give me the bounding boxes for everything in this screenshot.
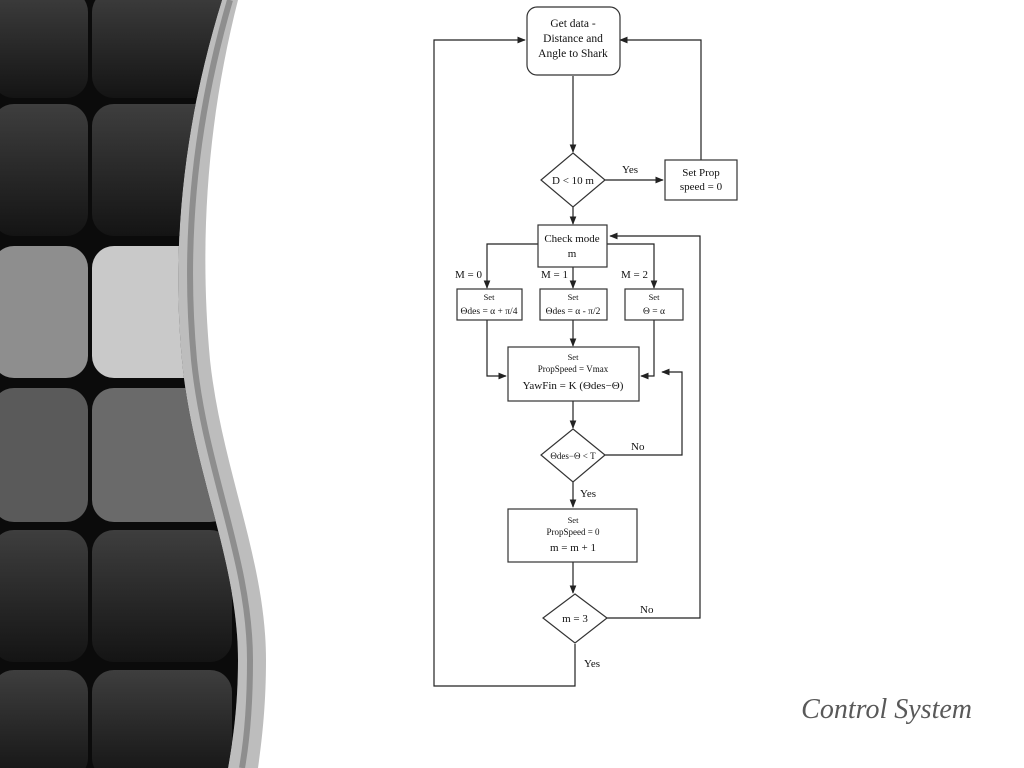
set-prop-line-2: speed = 0: [680, 181, 723, 193]
get-data-line-1: Get data -: [550, 18, 596, 30]
set-stop-speed: PropSpeed = 0: [546, 527, 600, 537]
node-mode-0: Set Θdes = α + π/4: [456, 288, 523, 321]
mode-1-set: Set: [568, 292, 580, 302]
mode-1-expr: Θdes = α - π/2: [546, 307, 601, 317]
get-data-line-2: Distance and: [543, 33, 603, 45]
set-stop-incr: m = m + 1: [550, 542, 596, 554]
get-data-line-3: Angle to Shark: [538, 48, 608, 60]
decorative-side-panel: [0, 0, 266, 768]
edge-labels: Yes M = 0 M = 1 M = 2 No Yes No Yes: [455, 164, 654, 670]
node-set-stop: Set PropSpeed = 0 m = m + 1: [507, 508, 638, 563]
mode-0-expr: Θdes = α + π/4: [461, 307, 518, 317]
edge-label-yes-error: Yes: [580, 488, 596, 500]
arrow-mode-m0: [483, 243, 538, 289]
decision-mode-count-label: m = 3: [562, 613, 588, 625]
arrow-m2-to-speed: [640, 320, 655, 380]
decision-error: Θdes−Θ < T: [540, 428, 606, 483]
arrow-m0-to-speed: [486, 320, 507, 380]
set-speed-set: Set: [568, 352, 580, 362]
edge-label-mode-2: M = 2: [621, 269, 648, 281]
set-stop-set: Set: [568, 515, 580, 525]
node-mode-1: Set Θdes = α - π/2: [539, 288, 608, 321]
arrow-m-yes-loop: [433, 36, 576, 687]
mode-0-set: Set: [484, 292, 496, 302]
arrow-m-no-loop: [605, 232, 701, 619]
arrow-mode-m2: [607, 243, 658, 289]
set-speed-yaw: YawFin = K (Θdes−Θ): [523, 380, 624, 392]
set-prop-line-1: Set Prop: [682, 167, 720, 179]
decision-mode-count: m = 3: [542, 593, 608, 644]
arrow-error-no-loop: [605, 368, 683, 456]
mode-2-set: Set: [649, 292, 661, 302]
check-mode-line-2: m: [568, 248, 577, 260]
check-mode-line-1: Check mode: [544, 233, 599, 245]
node-set-speed: Set PropSpeed = Vmax YawFin = K (Θdes−Θ): [507, 346, 640, 402]
edge-label-mode-0: M = 0: [455, 269, 482, 281]
mode-2-expr: Θ = α: [643, 307, 665, 317]
decision-distance: D < 10 m: [540, 152, 606, 208]
node-check-mode: Check mode m: [537, 224, 608, 268]
edge-label-no-error: No: [631, 441, 645, 453]
set-speed-speed: PropSpeed = Vmax: [538, 364, 609, 374]
node-set-prop-zero: Set Prop speed = 0: [664, 159, 738, 201]
node-mode-2: Set Θ = α: [624, 288, 684, 321]
edge-label-yes-m: Yes: [584, 658, 600, 670]
arrow-setprop-loop: [619, 36, 702, 160]
slide-title: Control System: [801, 694, 972, 725]
edge-label-yes-distance: Yes: [622, 164, 638, 176]
edge-label-mode-1: M = 1: [541, 269, 568, 281]
decision-error-label: Θdes−Θ < T: [550, 451, 596, 461]
edge-label-no-m: No: [640, 604, 654, 616]
connectors: [433, 36, 702, 687]
decision-distance-label: D < 10 m: [552, 175, 594, 187]
